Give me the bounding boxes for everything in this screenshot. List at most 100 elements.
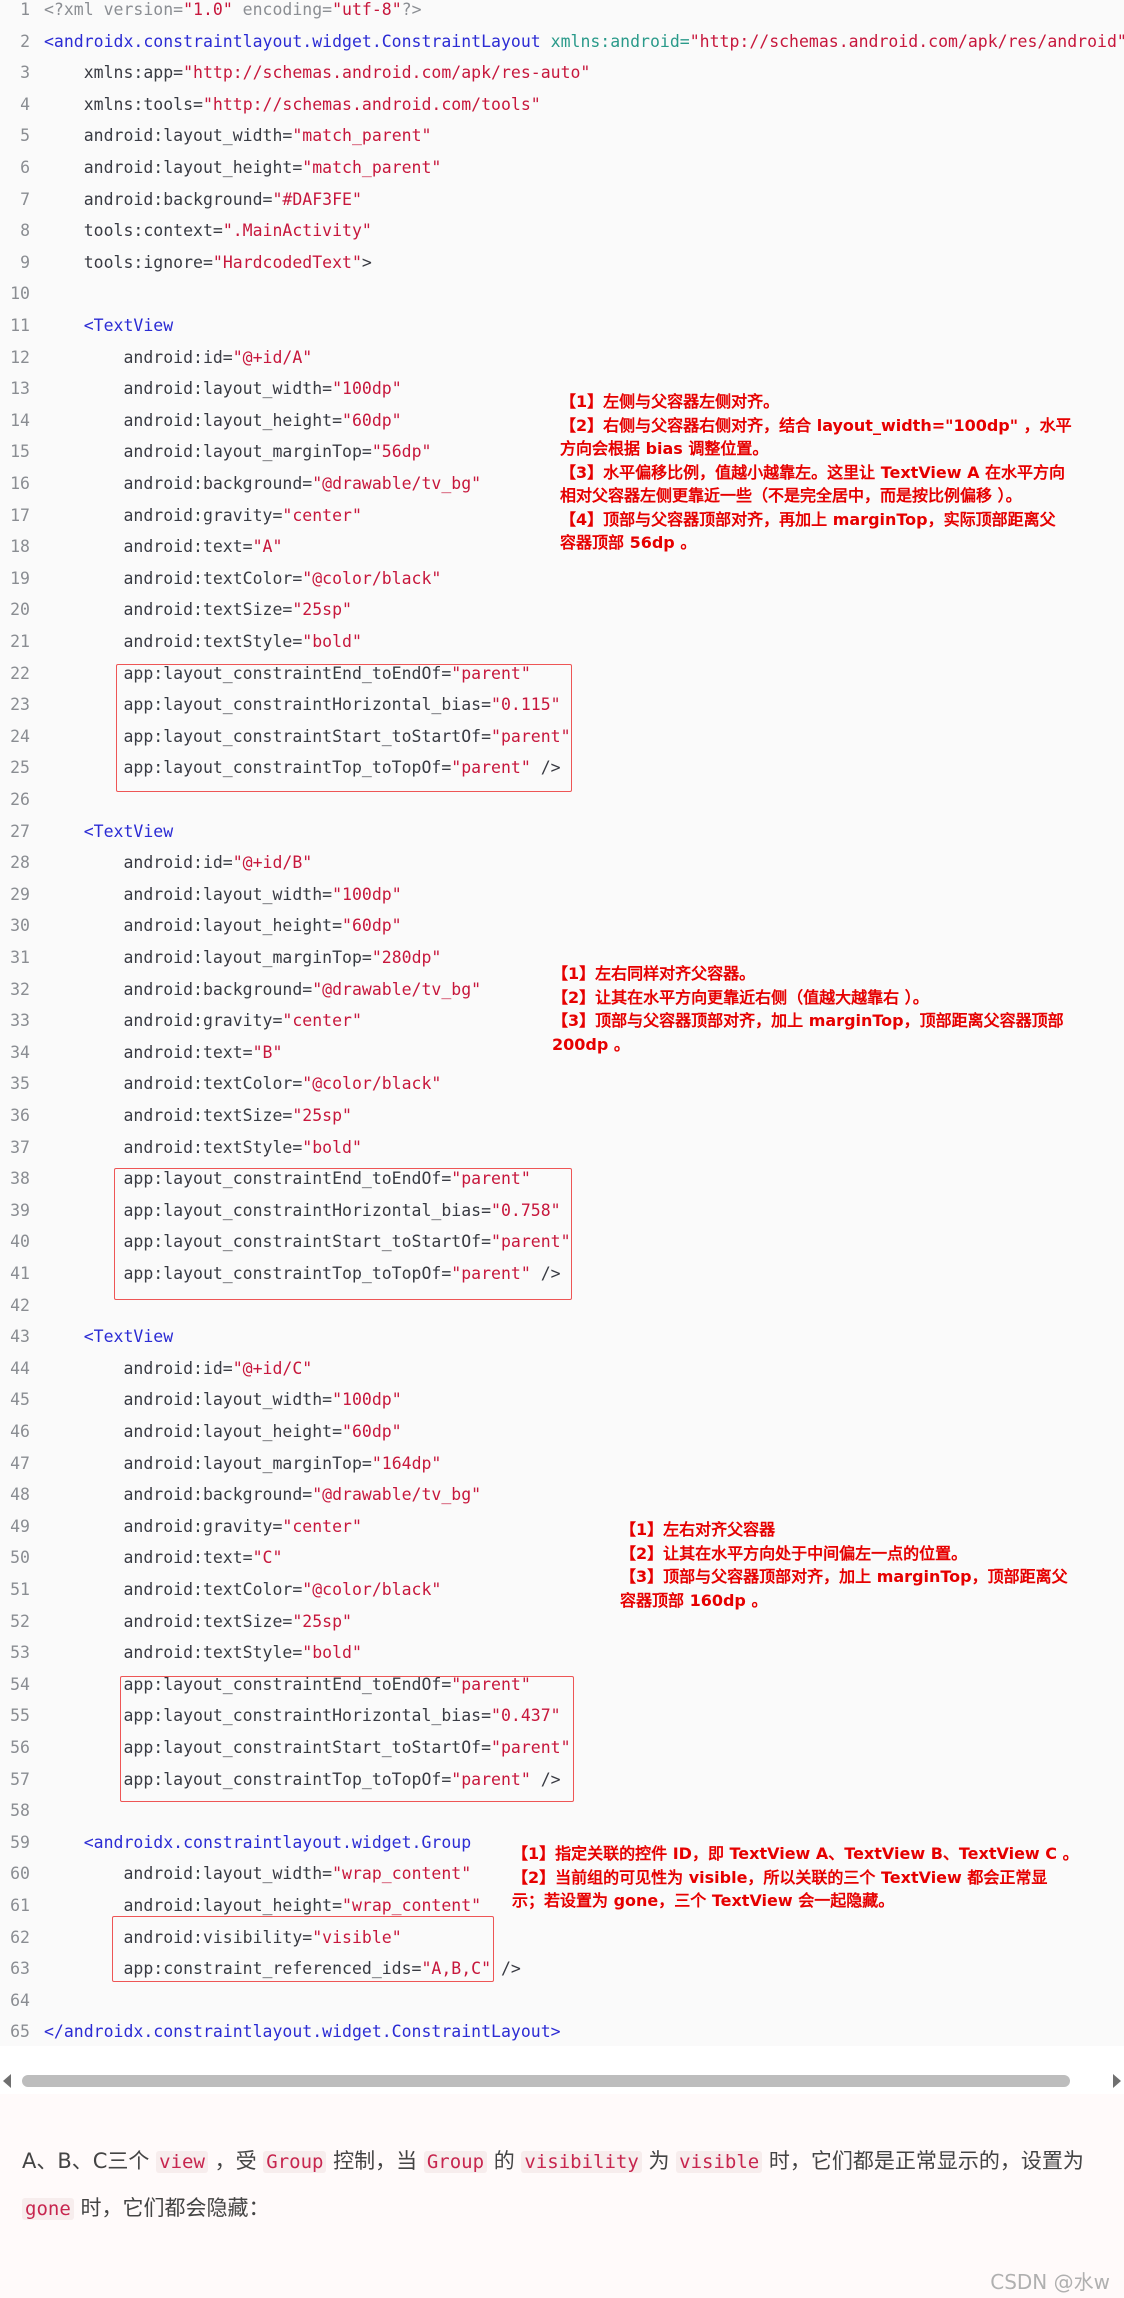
code-token: android:gravity= [44, 1516, 283, 1536]
code-line: 55 app:layout_constraintHorizontal_bias=… [0, 1702, 561, 1730]
code-token: android:layout_width= [44, 1864, 333, 1884]
code-line: 9 tools:ignore="HardcodedText"> [0, 249, 372, 277]
line-number: 26 [10, 790, 30, 809]
line-number: 6 [20, 158, 30, 177]
code-line: 36 android:textSize="25sp" [0, 1102, 352, 1130]
code-token: "0.437" [491, 1706, 561, 1726]
code-token: android:textColor= [44, 1074, 303, 1094]
code-token: app:layout_constraintTop_toTopOf= [44, 758, 452, 778]
line-number: 51 [10, 1580, 30, 1599]
code-token: "bold" [302, 1137, 362, 1157]
scroll-left-arrow-icon[interactable] [3, 2074, 11, 2088]
code-token: "utf-8" [332, 0, 402, 19]
line-number: 14 [10, 410, 30, 430]
inline-code-gone: gone [22, 2198, 74, 2220]
line-number: 1 [20, 0, 30, 19]
line-number: 17 [10, 505, 30, 525]
code-token: "parent" [491, 726, 571, 746]
code-token: "B" [252, 1042, 283, 1062]
code-line: 25 app:layout_constraintTop_toTopOf="par… [0, 754, 560, 782]
code-token: android:layout_width= [44, 1390, 333, 1410]
code-token: android:background= [44, 1485, 313, 1505]
code-token: /> [491, 1959, 521, 1979]
line-number: 48 [10, 1485, 30, 1505]
line-number: 11 [10, 316, 30, 335]
code-token: "A" [252, 537, 283, 557]
code-token: "bold" [302, 1643, 362, 1663]
line-number: 3 [20, 63, 30, 83]
code-line: 61 android:layout_height="wrap_content" [0, 1892, 481, 1920]
annotation-group: 【1】指定关联的控件 ID，即 TextView A、TextView B、Te… [512, 1844, 1079, 1910]
code-line: 5 android:layout_width="match_parent" [0, 122, 431, 150]
line-number: 8 [20, 221, 30, 241]
code-line: 44 android:id="@+id/C" [0, 1355, 312, 1383]
code-line: 12 android:id="@+id/A" [0, 344, 312, 372]
code-line: 29 android:layout_width="100dp" [0, 881, 402, 909]
code-token: "parent" [451, 758, 531, 778]
code-token: "1.0" [183, 0, 233, 19]
code-token: android:layout_height= [44, 916, 343, 936]
line-number: 10 [10, 284, 30, 304]
code-token: "@drawable/tv_bg" [312, 979, 482, 999]
code-token: "25sp" [292, 1106, 352, 1125]
code-line: 1<?xml version="1.0" encoding="utf-8"?> [0, 0, 421, 24]
line-number: 30 [10, 916, 30, 936]
line-number: 56 [10, 1738, 30, 1757]
code-token: android:textSize= [44, 1611, 293, 1631]
code-token: "parent" [451, 1264, 531, 1283]
code-line: 17 android:gravity="center" [0, 502, 362, 530]
line-number: 18 [10, 537, 30, 557]
highlight-box-group [112, 1916, 494, 1982]
code-token: "25sp" [292, 1611, 352, 1631]
code-token: app:layout_constraintEnd_toEndOf= [44, 1169, 452, 1189]
code-token: "@color/black" [302, 1074, 442, 1094]
inline-code-visibility: visibility [521, 2151, 642, 2173]
code-token: android:textStyle= [44, 1137, 303, 1157]
line-number: 43 [10, 1327, 30, 1347]
line-number: 22 [10, 663, 30, 683]
code-token: android:background= [44, 189, 273, 209]
line-number: 12 [10, 347, 30, 367]
code-line: 41 app:layout_constraintTop_toTopOf="par… [0, 1260, 560, 1288]
code-line: 24 app:layout_constraintStart_toStartOf=… [0, 723, 571, 751]
code-token: "164dp" [371, 1453, 442, 1473]
code-token: "100dp" [332, 884, 402, 904]
inline-code-visible: visible [676, 2151, 763, 2173]
line-number: 19 [10, 568, 30, 588]
para-text-7: 时，它们都会隐藏： [73, 2196, 270, 2220]
line-number: 63 [10, 1959, 30, 1979]
code-token: "bold" [302, 632, 362, 651]
code-line: 40 app:layout_constraintStart_toStartOf=… [0, 1228, 570, 1256]
code-token: "parent" [451, 1169, 531, 1189]
code-line: 19 android:textColor="@color/black" [0, 565, 441, 593]
code-token: xmlns:tools= [44, 94, 203, 114]
code-token: "0.115" [491, 695, 561, 715]
code-line: 64 [0, 1987, 44, 2015]
code-token: <TextView [44, 821, 174, 841]
code-token: android:layout_height= [44, 1896, 343, 1915]
code-line: 21 android:textStyle="bold" [0, 628, 362, 656]
inline-code-group-2: Group [423, 2151, 488, 2173]
line-number: 13 [10, 379, 30, 399]
code-block: 1<?xml version="1.0" encoding="utf-8"?> 2… [0, 0, 1124, 2042]
code-token: android:id= [44, 347, 233, 367]
code-token: encoding= [232, 0, 333, 19]
code-token: app:layout_constraintHorizontal_bias= [44, 695, 492, 715]
line-number: 61 [10, 1896, 30, 1915]
code-token: "@+id/B" [232, 853, 313, 873]
line-number: 23 [10, 695, 30, 715]
code-token: "@drawable/tv_bg" [312, 1485, 482, 1505]
para-text-6: 时，它们都是正常显示的，设置为 [762, 2149, 1084, 2173]
code-token: android:textSize= [44, 600, 293, 620]
code-token: app:layout_constraintHorizontal_bias= [44, 1706, 492, 1726]
para-text-1: A、B、C三个 [22, 2149, 157, 2173]
line-number: 25 [10, 758, 30, 778]
line-number: 38 [10, 1169, 30, 1189]
scroll-right-arrow-icon[interactable] [1113, 2074, 1121, 2088]
scrollbar-thumb[interactable] [22, 2075, 1070, 2087]
line-number: 41 [10, 1264, 30, 1283]
code-line: 58 [0, 1797, 44, 1825]
para-text-2: ，受 [207, 2149, 264, 2173]
horizontal-scrollbar[interactable] [0, 2068, 1124, 2094]
code-token: android:layout_width= [44, 884, 333, 904]
